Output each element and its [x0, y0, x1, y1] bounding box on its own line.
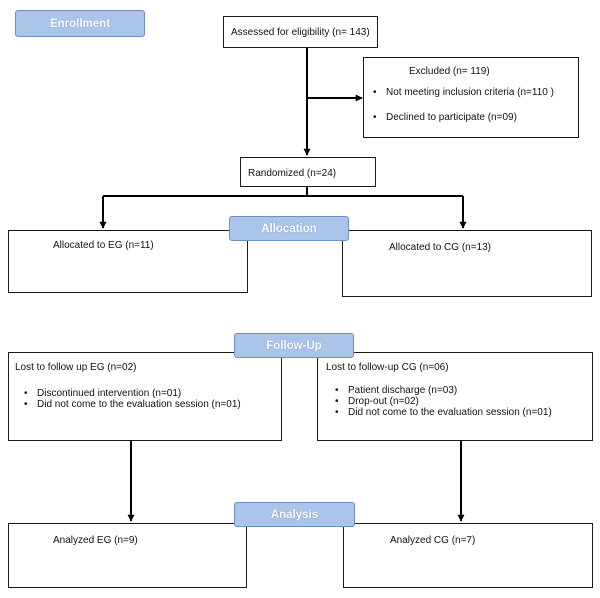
stage-follow-up: Follow-Up [234, 333, 354, 358]
lost-eg-item: Discontinued intervention (n=01) [15, 388, 281, 399]
allocated-eg-text: Allocated to EG (n=11) [53, 240, 154, 251]
lost-cg-list: Patient discharge (n=03) Drop-out (n=02)… [326, 385, 592, 418]
lost-cg-item: Patient discharge (n=03) [326, 385, 592, 396]
lost-eg-list: Discontinued intervention (n=01) Did not… [15, 388, 281, 410]
excluded-list: Not meeting inclusion criteria (n=110 ) … [364, 86, 578, 124]
stage-analysis: Analysis [234, 502, 355, 527]
lost-eg-item: Did not come to the evaluation session (… [15, 399, 281, 410]
lost-cg-item: Drop-out (n=02) [326, 396, 592, 407]
analyzed-cg-text: Analyzed CG (n=7) [390, 535, 476, 546]
lost-cg-item: Did not come to the evaluation session (… [326, 407, 592, 418]
excluded-item: Not meeting inclusion criteria (n=110 ) [364, 86, 578, 99]
allocated-eg-box: Allocated to EG (n=11) [8, 230, 248, 293]
stage-allocation: Allocation [229, 216, 349, 241]
excluded-title: Excluded (n= 119) [409, 66, 490, 77]
lost-eg-box: Lost to follow up EG (n=02) Discontinued… [8, 352, 282, 441]
stage-enrollment: Enrollment [15, 10, 145, 37]
analyzed-eg-text: Analyzed EG (n=9) [53, 535, 138, 546]
excluded-box: Excluded (n= 119) Not meeting inclusion … [363, 57, 579, 138]
allocated-cg-box: Allocated to CG (n=13) [342, 230, 592, 297]
assessed-text: Assessed for eligibility (n= 143) [231, 27, 370, 38]
analyzed-cg-box: Analyzed CG (n=7) [343, 523, 593, 588]
lost-cg-title: Lost to follow-up CG (n=06) [326, 362, 449, 373]
lost-eg-title: Lost to follow up EG (n=02) [15, 362, 137, 373]
analyzed-eg-box: Analyzed EG (n=9) [8, 523, 247, 588]
assessed-box: Assessed for eligibility (n= 143) [223, 16, 378, 48]
allocated-cg-text: Allocated to CG (n=13) [389, 242, 491, 253]
randomized-box: Randomized (n=24) [240, 157, 376, 187]
excluded-item: Declined to participate (n=09) [364, 111, 578, 124]
randomized-text: Randomized (n=24) [248, 168, 337, 179]
lost-cg-box: Lost to follow-up CG (n=06) Patient disc… [317, 352, 593, 441]
